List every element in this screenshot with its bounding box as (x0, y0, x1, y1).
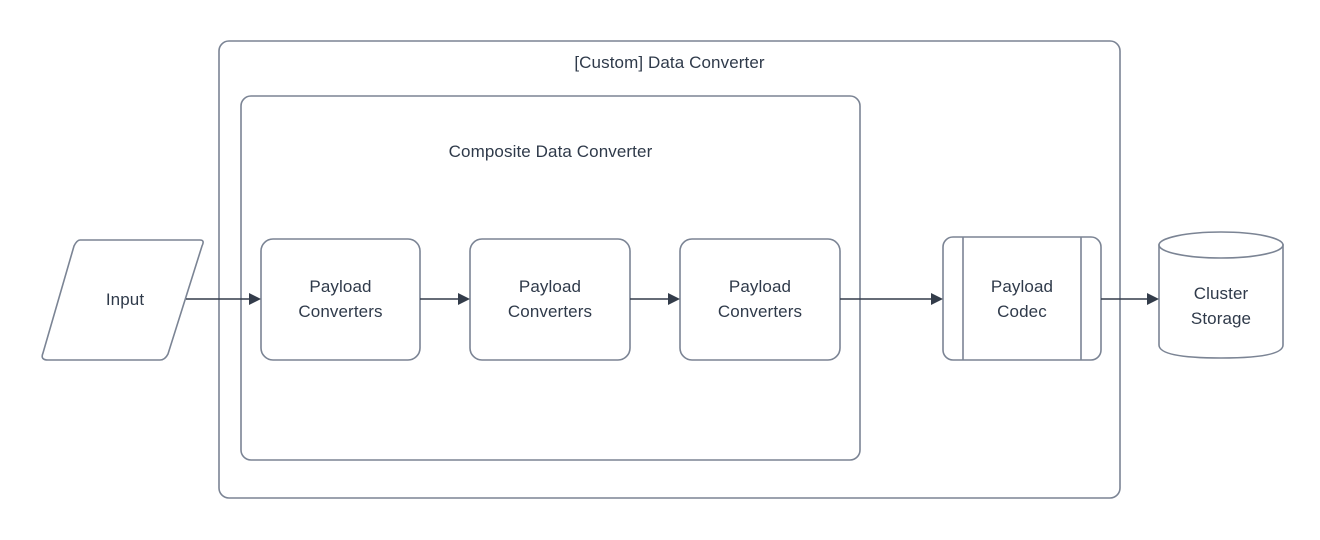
edge-converters-2-to-converters-3 (630, 293, 680, 305)
container-custom-data-converter-title: [Custom] Data Converter (574, 53, 765, 72)
node-cluster-storage-shape[interactable] (1158, 244, 1284, 359)
node-payload-codec-shape[interactable] (942, 236, 1102, 361)
cluster-storage-top-ellipse (1158, 231, 1284, 259)
node-input-shape[interactable] (41, 239, 204, 361)
edge-input-to-converters-1 (186, 293, 261, 305)
edge-payload-codec-to-cluster-storage (1101, 293, 1159, 305)
node-payload-converters-3-shape[interactable] (679, 238, 841, 361)
edge-converters-3-to-payload-codec (840, 293, 943, 305)
edge-converters-1-to-converters-2 (420, 293, 470, 305)
container-composite-data-converter[interactable] (240, 95, 861, 461)
container-composite-data-converter-title: Composite Data Converter (448, 142, 653, 161)
node-payload-converters-1-shape[interactable] (260, 238, 421, 361)
container-custom-data-converter[interactable] (218, 40, 1121, 499)
node-payload-converters-2-shape[interactable] (469, 238, 631, 361)
